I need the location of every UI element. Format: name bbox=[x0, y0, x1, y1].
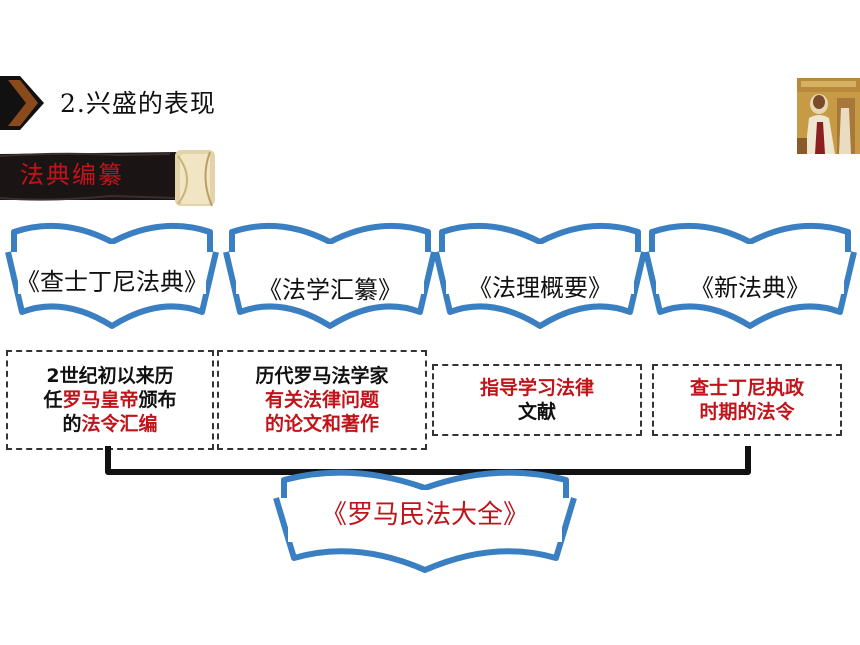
book-title-novels: 《新法典》 bbox=[690, 274, 810, 302]
banner-background bbox=[0, 150, 215, 207]
section-number: 2. bbox=[60, 89, 86, 118]
book-title-institutes: 《法理概要》 bbox=[468, 274, 612, 302]
section-heading: 2.兴盛的表现 bbox=[60, 84, 216, 120]
book-shape-4 bbox=[643, 222, 857, 329]
section-title: 兴盛的表现 bbox=[85, 89, 216, 118]
bracket-connector bbox=[105, 446, 751, 475]
book-shape-1 bbox=[5, 222, 219, 329]
result-book-shape bbox=[273, 469, 577, 573]
chevron-decoration-icon bbox=[0, 76, 44, 130]
book-shape-3 bbox=[433, 222, 647, 329]
description-box-1: 2世纪初以来历 任罗马皇帝颁布 的法令汇编 bbox=[6, 350, 214, 450]
book-title-digest: 《法学汇纂》 bbox=[258, 276, 402, 304]
book-shape-2 bbox=[223, 222, 437, 329]
banner-label: 法典编纂 bbox=[20, 161, 124, 189]
emperor-mosaic-image bbox=[797, 78, 860, 154]
description-box-2: 历代罗马法学家 有关法律问题 的论文和著作 bbox=[217, 350, 427, 450]
book-title-justinian-code: 《查士丁尼法典》 bbox=[16, 268, 208, 296]
result-title-corpus-juris-civilis: 《罗马民法大全》 bbox=[320, 500, 529, 530]
description-box-4: 查士丁尼执政 时期的法令 bbox=[652, 364, 842, 436]
description-box-3: 指导学习法律 文献 bbox=[432, 364, 642, 436]
